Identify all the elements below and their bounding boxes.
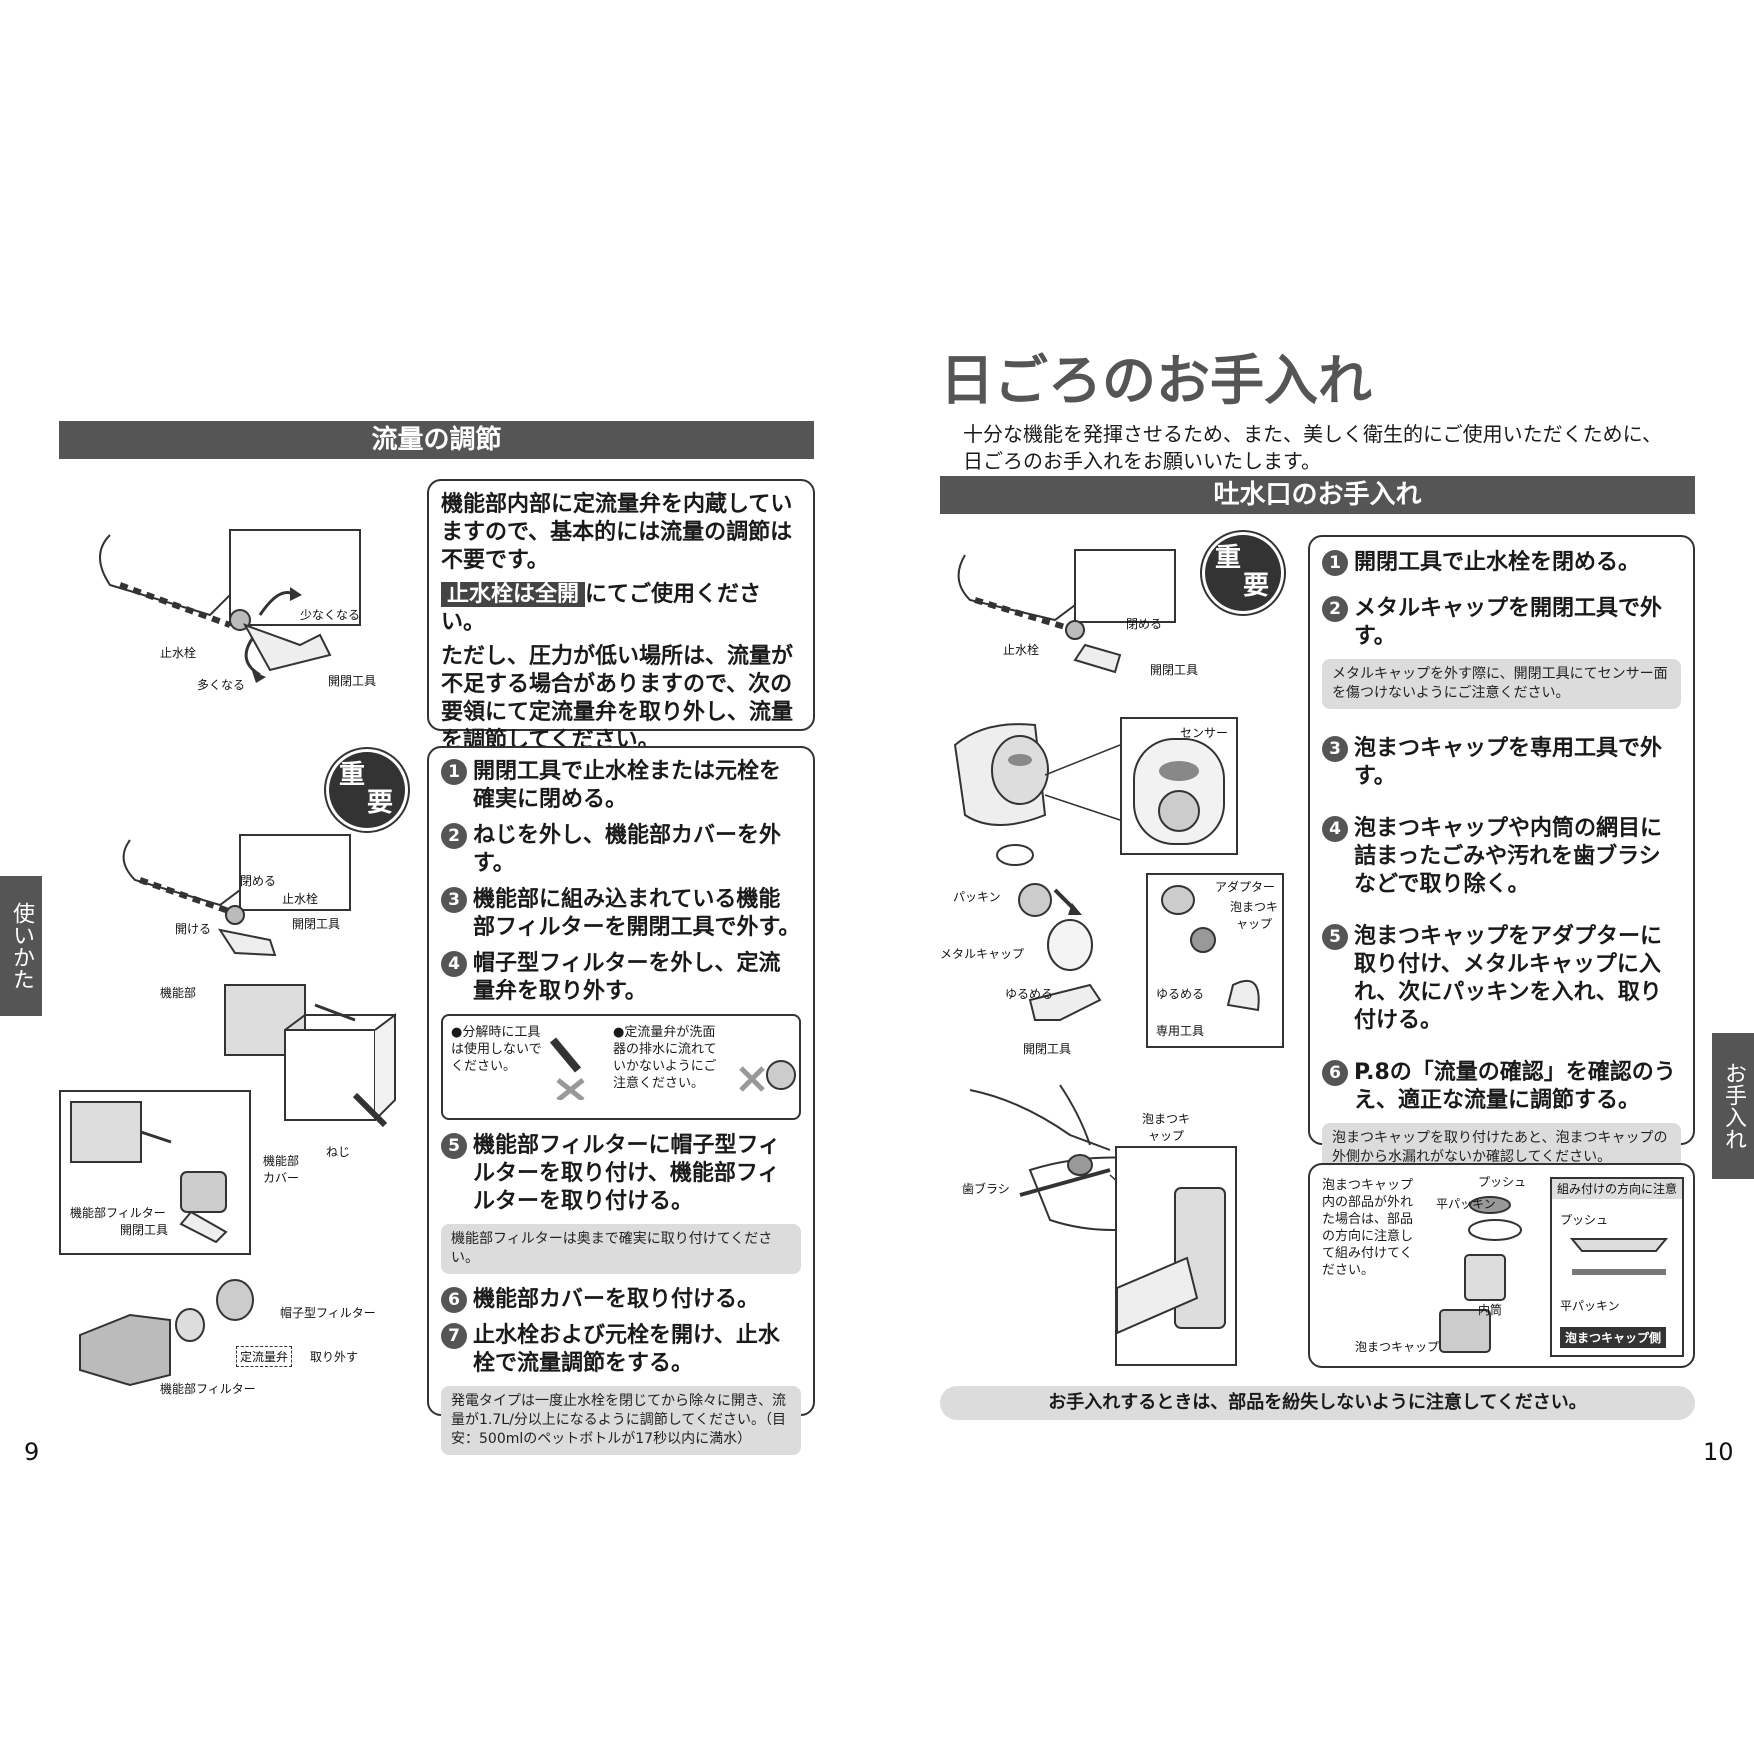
parts-figure bbox=[79, 1279, 254, 1387]
label-more: 多くなる bbox=[197, 678, 246, 692]
label-cover: 機能部カバー bbox=[263, 1154, 300, 1185]
label-capside: 泡まつキャップ側 bbox=[1560, 1327, 1667, 1348]
note-right-2: メタルキャップを外す際に、開閉工具にてセンサー面を傷つけないようにご注意ください… bbox=[1322, 659, 1681, 709]
sensor-inset bbox=[1120, 717, 1238, 855]
spout-sensor-figure bbox=[953, 723, 1121, 826]
note-left-7: 発電タイプは一度止水栓を閉じてから除々に開き、流量が1.7L/分以上になるように… bbox=[441, 1386, 801, 1455]
label-remove: 取り外す bbox=[310, 1350, 359, 1364]
valve-adjust-figure bbox=[99, 529, 361, 683]
drain-icon bbox=[739, 1060, 796, 1092]
label-push: プッシュ bbox=[1478, 1175, 1527, 1189]
valve-close-figure-right bbox=[957, 549, 1176, 674]
label-tool: 開閉工具 bbox=[328, 674, 377, 688]
label-tool2: 開閉工具 bbox=[292, 917, 341, 931]
no-tool-icon bbox=[549, 1037, 585, 1100]
section-title-spout: 吐水口のお手入れ bbox=[940, 476, 1695, 514]
page-title: 日ごろのお手入れ bbox=[940, 349, 1372, 412]
label-r-tool2: 開閉工具 bbox=[1023, 1042, 1072, 1056]
label-packing: パッキン bbox=[953, 890, 1001, 904]
unit-cover-figure bbox=[224, 984, 396, 1128]
parts-note: 泡まつキャップ内の部品が外れた場合は、部品の方向に注意して組み付けてください。 bbox=[1322, 1178, 1414, 1278]
label-cap: 泡まつキャップ bbox=[1355, 1340, 1440, 1354]
filter-inset bbox=[59, 1090, 251, 1255]
label-flat2: 平パッキン bbox=[1560, 1299, 1620, 1313]
valve-close-figure bbox=[122, 834, 351, 957]
note-left-5: 機能部フィルターは奥まで確実に取り付けてください。 bbox=[441, 1224, 801, 1274]
lead-line1: 十分な機能を発揮させるため、また、美しく衛生的にご使用いただくために、 bbox=[963, 422, 1662, 446]
parts-exploded-icon bbox=[1439, 1196, 1522, 1353]
direction-inset: 組み付けの方向に注意 プッシュ 平パッキン 泡まつキャップ側 bbox=[1550, 1177, 1684, 1357]
label-regvalve: 定流量弁 bbox=[236, 1346, 293, 1367]
label-direction: 組み付けの方向に注意 bbox=[1552, 1179, 1682, 1199]
footer-note: お手入れするときは、部品を紛失しないように注意してください。 bbox=[940, 1386, 1695, 1420]
intro-highlight: 止水栓は全開 bbox=[441, 582, 586, 607]
parts-box: 泡まつキャップ内の部品が外れた場合は、部品の方向に注意して組み付けてください。 … bbox=[1308, 1163, 1695, 1368]
label-screw: ねじ bbox=[326, 1145, 351, 1159]
label-unit: 機能部 bbox=[160, 986, 197, 1000]
page-number-right: 10 bbox=[1703, 1438, 1734, 1466]
intro-box: 機能部内部に定流量弁を内蔵していますので、基本的には流量の調節は不要です。 止水… bbox=[427, 479, 815, 753]
label-filter: 機能部フィルター bbox=[70, 1206, 166, 1220]
exploded-parts-figure bbox=[996, 844, 1102, 1021]
label-less: 少なくなる bbox=[300, 608, 361, 622]
intro-line2: 止水栓は全開にてご使用ください。 bbox=[441, 582, 762, 635]
label-brush: 歯ブラシ bbox=[962, 1182, 1010, 1196]
caution-b: ●定流量弁が洗面器の排水に流れていかないようにご注意ください。 bbox=[613, 1025, 717, 1091]
section-title-flow: 流量の調節 bbox=[59, 421, 814, 459]
push-diagram bbox=[1569, 1238, 1669, 1275]
label-metalcap: メタルキャップ bbox=[940, 947, 1025, 961]
brush-closeup-inset bbox=[1115, 1146, 1237, 1366]
tab-care[interactable]: お手入れ bbox=[1712, 1033, 1754, 1179]
label-tool3: 開閉工具 bbox=[120, 1223, 169, 1237]
label-loosen1: ゆるめる bbox=[1005, 987, 1054, 1001]
label-valve: 止水栓 bbox=[160, 646, 197, 660]
label-inner: 内筒 bbox=[1478, 1303, 1503, 1317]
label-loosen2: ゆるめる bbox=[1156, 987, 1205, 1001]
label-push2: プッシュ bbox=[1560, 1213, 1609, 1227]
label-flat: 平パッキン bbox=[1436, 1197, 1496, 1211]
label-foamcap: 泡まつキャップ bbox=[1229, 900, 1278, 931]
label-r-valve: 止水栓 bbox=[1003, 643, 1040, 657]
label-close: 閉める bbox=[240, 874, 277, 888]
label-sensor: センサー bbox=[1180, 726, 1229, 740]
page-number-left: 9 bbox=[24, 1438, 40, 1466]
important-badge-right: 重 要 bbox=[1205, 535, 1281, 611]
label-hatfilter: 帽子型フィルター bbox=[280, 1306, 376, 1320]
tab-usage[interactable]: 使いかた bbox=[0, 876, 42, 1016]
label-special: 専用工具 bbox=[1156, 1024, 1205, 1038]
label-foamcap2: 泡まつキャップ bbox=[1141, 1112, 1190, 1143]
lead-line2: 日ごろのお手入れをお願いいたします。 bbox=[963, 449, 1321, 473]
label-r-tool: 開閉工具 bbox=[1150, 663, 1199, 677]
label-open: 開ける bbox=[175, 922, 212, 936]
label-valve2: 止水栓 bbox=[282, 892, 319, 906]
adapter-inset bbox=[1146, 873, 1284, 1048]
caution-a: ●分解時に工具は使用しないでください。 bbox=[451, 1025, 542, 1074]
caution-box: ●分解時に工具は使用しないでください。 ●定流量弁が洗面器の排水に流れていかない… bbox=[441, 1014, 801, 1120]
label-r-close: 閉める bbox=[1126, 617, 1163, 631]
label-adapter: アダプター bbox=[1215, 880, 1276, 894]
important-badge: 重 要 bbox=[329, 752, 405, 828]
label-filter2: 機能部フィルター bbox=[160, 1382, 256, 1396]
intro-line3: ただし、圧力が低い場所は、流量が不足する場合がありますので、次の要領にて定流量弁… bbox=[441, 644, 794, 753]
intro-line1: 機能部内部に定流量弁を内蔵していますので、基本的には流量の調節は不要です。 bbox=[441, 492, 793, 573]
